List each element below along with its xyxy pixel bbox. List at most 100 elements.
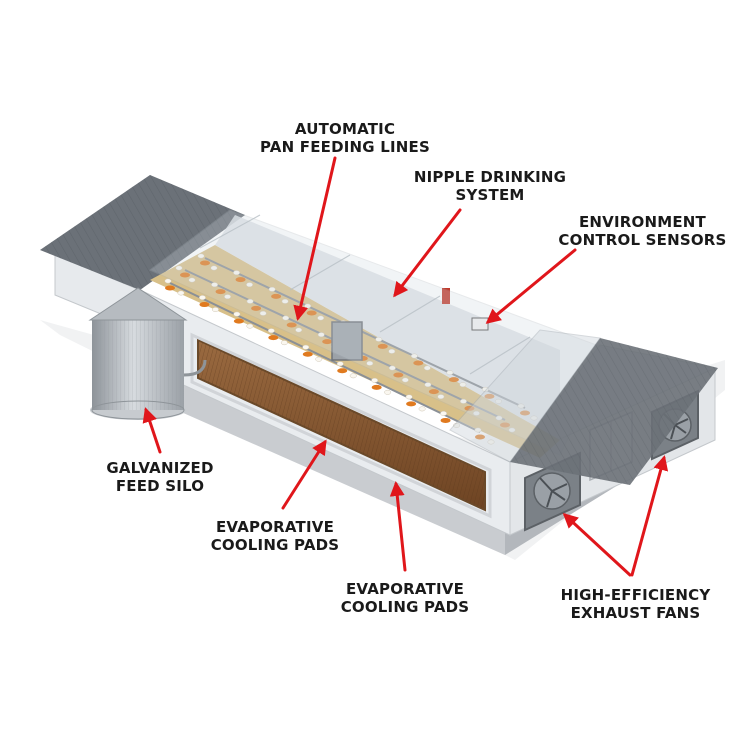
feeder-pan: [377, 343, 388, 349]
arrow-silo: [142, 407, 162, 454]
chicken: [366, 360, 374, 366]
feeder-pan: [251, 305, 262, 311]
chicken: [495, 415, 503, 421]
chicken: [246, 282, 254, 288]
chicken: [211, 307, 219, 313]
chicken: [474, 427, 482, 433]
chicken: [210, 265, 218, 271]
gable-roof-left: [449, 329, 601, 463]
feeder-pan: [371, 384, 382, 390]
chicken: [530, 415, 538, 421]
chicken: [259, 310, 267, 316]
arrow-sensors: [485, 248, 577, 324]
chicken: [388, 348, 396, 354]
cooling-pad-frame: [190, 332, 492, 519]
feeder-pan: [233, 318, 244, 324]
feeder-pan: [199, 302, 210, 308]
arrow-feeding: [293, 156, 337, 321]
control-sensor: [471, 317, 489, 331]
feeder-pan: [448, 377, 459, 383]
feeder-pan: [440, 417, 451, 423]
feeder-pan: [215, 289, 226, 295]
chicken: [410, 353, 418, 359]
chicken: [487, 439, 495, 445]
chicken: [197, 253, 205, 259]
chicken: [423, 365, 431, 371]
chicken: [295, 327, 303, 333]
arrow-drinking: [393, 208, 462, 298]
feeder-pan: [464, 405, 475, 411]
callout-arrows: [142, 156, 669, 577]
feeder-pan: [484, 393, 495, 399]
chicken: [349, 373, 357, 379]
chicken: [164, 278, 172, 284]
chicken: [315, 356, 323, 362]
chicken: [446, 370, 454, 376]
arrow-fans-1: [562, 512, 632, 577]
feeder-pan: [235, 277, 246, 283]
chicken: [233, 311, 241, 317]
chicken: [437, 394, 445, 400]
feeder-pan: [406, 401, 417, 407]
chicken: [472, 410, 480, 416]
chicken: [188, 277, 196, 283]
chicken: [281, 298, 289, 304]
chicken: [280, 340, 288, 346]
feed-hopper: [331, 321, 363, 361]
feeder-pan: [271, 293, 282, 299]
feeder-pan: [428, 389, 439, 395]
feeder-pan: [165, 285, 175, 291]
cooling-pad-texture: [198, 340, 485, 510]
feeder-pan: [413, 360, 424, 366]
chicken: [517, 403, 525, 409]
feeder-pan: [306, 310, 317, 316]
chicken: [418, 406, 426, 412]
feeder-pan: [302, 351, 313, 357]
chicken: [317, 315, 325, 321]
feeder-pan: [337, 368, 348, 374]
feeder-pan: [268, 335, 279, 341]
feeder-pans: [165, 260, 530, 440]
chicken: [459, 382, 467, 388]
feeder-pan: [322, 339, 333, 345]
chicken: [494, 398, 502, 404]
chicken: [336, 361, 344, 367]
chicken: [371, 377, 379, 383]
chicken: [211, 282, 219, 288]
chicken: [453, 422, 461, 428]
feeder-pan: [393, 372, 404, 378]
feeder-pan: [286, 322, 297, 328]
chicken: [302, 344, 310, 350]
feeder-pan: [500, 422, 510, 428]
chicken: [246, 323, 254, 329]
chicken: [198, 295, 206, 301]
chicken: [177, 290, 185, 296]
feeder-pan: [180, 272, 190, 278]
chicken: [388, 365, 396, 371]
chicken: [246, 298, 254, 304]
chicken: [175, 265, 183, 271]
feed-silo: [88, 287, 207, 420]
chicken: [375, 336, 383, 342]
arrow-fans-2: [630, 455, 669, 577]
chicken: [508, 427, 516, 433]
red-control-box: [442, 288, 450, 304]
chicken: [267, 328, 275, 334]
arrow-cooling-left: [281, 439, 327, 510]
chicken: [440, 410, 448, 416]
chicken: [384, 389, 392, 395]
chicken: [317, 332, 325, 338]
roof-trusses: [199, 214, 531, 375]
arrow-cooling-bottom: [389, 481, 407, 572]
feeder-pan: [200, 260, 210, 266]
chicken: [405, 394, 413, 400]
